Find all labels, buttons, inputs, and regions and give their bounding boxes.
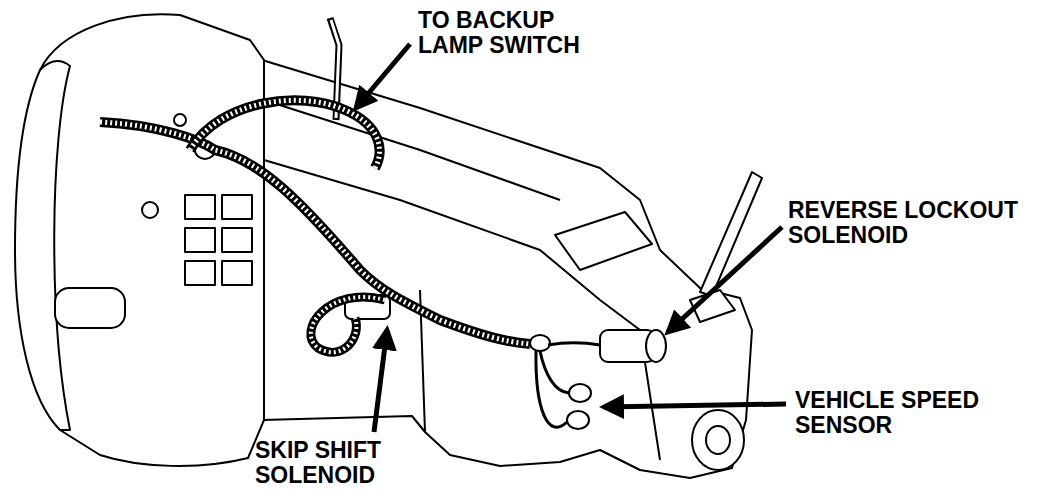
speed-sensor <box>567 411 589 429</box>
case-rib <box>222 195 252 219</box>
harness-loom <box>311 297 385 352</box>
label-holder: TO BACKUP LAMP SWITCH <box>418 8 603 58</box>
label-holder: REVERSE LOCKOUT SOLENOID <box>788 198 1038 248</box>
harness-loom <box>311 297 385 352</box>
label-holder: VEHICLE SPEED SENSOR <box>795 388 1000 438</box>
leader-arrows <box>356 44 786 432</box>
bolt-hole <box>174 114 186 126</box>
sensor-wire <box>536 351 567 427</box>
wire-connector <box>530 335 550 351</box>
leader-arrow <box>374 330 387 432</box>
harness-loom <box>100 122 530 344</box>
case-rib <box>185 228 215 252</box>
case-seam <box>600 300 660 460</box>
case-rib <box>222 261 252 285</box>
solenoid-cap <box>646 330 666 362</box>
bell-flange <box>40 61 70 430</box>
leader-arrow <box>604 404 786 407</box>
starter-boss <box>55 288 125 328</box>
harness-loom <box>100 122 530 344</box>
case-ridge <box>264 160 600 300</box>
main-case <box>262 60 752 478</box>
case-rib <box>222 228 252 252</box>
wiring-harness <box>100 100 600 427</box>
sensor-wire <box>540 351 569 393</box>
harness-loom <box>190 100 380 168</box>
label-holder: SKIP SHIFT SOLENOID <box>255 438 410 488</box>
bell-housing <box>15 14 264 466</box>
output-housing <box>692 410 744 470</box>
part-label: SKIP SHIFT SOLENOID <box>255 438 410 488</box>
bolt-hole <box>142 202 158 218</box>
case-ridge <box>264 100 560 200</box>
shift-lever <box>700 172 762 296</box>
output-shaft <box>706 426 730 454</box>
case-rib <box>185 261 215 285</box>
part-label: REVERSE LOCKOUT SOLENOID <box>788 198 1038 248</box>
leader-arrow <box>356 44 410 108</box>
leader-arrow <box>668 227 782 332</box>
case-rib <box>185 195 215 219</box>
top-cover <box>555 212 652 270</box>
part-label: VEHICLE SPEED SENSOR <box>795 388 1000 438</box>
harness-loom <box>190 100 380 168</box>
speed-sensor <box>569 384 591 402</box>
sensor-wire <box>548 343 600 345</box>
part-label: TO BACKUP LAMP SWITCH <box>418 8 603 58</box>
